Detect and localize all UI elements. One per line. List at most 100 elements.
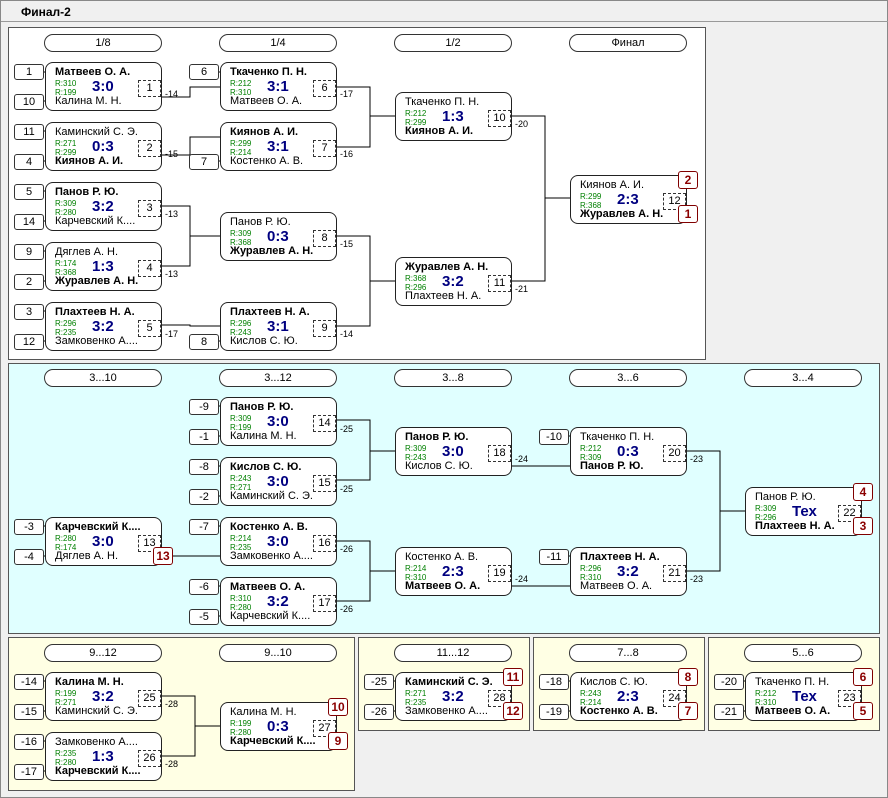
match-number: 5	[138, 320, 161, 337]
rating-top: R:310	[55, 79, 77, 88]
place-top: 11	[503, 668, 523, 686]
round-label-7-8: 7...8	[569, 644, 687, 662]
place-top: 4	[853, 483, 873, 501]
player-bottom: Замковенко А....	[55, 335, 138, 347]
round-label-1-8: 1/8	[44, 34, 162, 52]
loser-ref: -25	[340, 424, 354, 434]
rating-bottom: R:199	[55, 88, 77, 97]
player-top: Панов Р. Ю.	[755, 491, 816, 503]
rating-top: R:214	[230, 534, 252, 543]
round-label-1-4: 1/4	[219, 34, 337, 52]
rating-top: R:199	[230, 719, 252, 728]
rating-top: R:212	[755, 689, 777, 698]
place-top: 10	[328, 698, 348, 716]
player-bottom: Матвеев О. А.	[580, 580, 653, 592]
player-bottom: Кислов С. Ю.	[230, 335, 298, 347]
player-bottom: Карчевский К....	[55, 765, 141, 777]
match-number: 6	[313, 80, 336, 97]
loser-ref: -15	[165, 149, 179, 159]
player-top: Ткаченко П. Н.	[405, 96, 480, 108]
rating-top: R:212	[230, 79, 252, 88]
rating-bottom: R:271	[55, 698, 77, 707]
rating-top: R:243	[230, 474, 252, 483]
player-top: Кислов С. Ю.	[230, 461, 302, 473]
seed-bottom: 10	[14, 94, 44, 110]
seed-bottom: -19	[539, 704, 569, 720]
rating-top: R:309	[230, 414, 252, 423]
loser-ref: -21	[515, 284, 529, 294]
player-bottom: Плахтеев Н. А.	[405, 290, 482, 302]
seed-top: -14	[14, 674, 44, 690]
loser-ref: -16	[340, 149, 354, 159]
rating-bottom: R:235	[230, 543, 252, 552]
rating-bottom: R:310	[405, 573, 427, 582]
round-label-3-6: 3...6	[569, 369, 687, 387]
seed-bottom: 14	[14, 214, 44, 230]
seed-top: -3	[14, 519, 44, 535]
player-top: Панов Р. Ю.	[230, 216, 291, 228]
match-score: 3:1	[267, 78, 289, 95]
rating-top: R:271	[55, 139, 77, 148]
rating-bottom: R:199	[230, 423, 252, 432]
seed-top: -18	[539, 674, 569, 690]
rating-bottom: R:310	[755, 698, 777, 707]
rating-bottom: R:310	[580, 573, 602, 582]
match-score: 3:0	[267, 533, 289, 550]
loser-ref: -23	[690, 454, 704, 464]
rating-bottom: R:310	[230, 88, 252, 97]
match-score: 3:2	[92, 688, 114, 705]
match-number: 2	[138, 140, 161, 157]
player-bottom: Матвеев О. А.	[405, 580, 481, 592]
seed-top: -20	[714, 674, 744, 690]
window-title: Финал-2	[21, 5, 71, 19]
seed-bottom: 4	[14, 154, 44, 170]
match-score: 3:2	[92, 318, 114, 335]
match-score: Тех	[792, 688, 817, 705]
round-label-9-12: 9...12	[44, 644, 162, 662]
title-divider	[1, 21, 888, 22]
rating-top: R:212	[580, 444, 602, 453]
rating-top: R:296	[55, 319, 77, 328]
rating-top: R:174	[55, 259, 77, 268]
rating-bottom: R:271	[230, 483, 252, 492]
loser-ref: -24	[515, 454, 529, 464]
rating-bottom: R:368	[580, 201, 602, 210]
loser-ref: -26	[340, 544, 354, 554]
player-top: Плахтеев Н. А.	[55, 306, 135, 318]
rating-bottom: R:174	[55, 543, 77, 552]
match-score: 0:3	[267, 228, 289, 245]
match-number: 18	[488, 445, 511, 462]
player-bottom: Каминский С. Э.	[230, 490, 313, 502]
player-bottom: Журавлев А. Н.	[580, 208, 664, 220]
player-top: Дяглев А. Н.	[55, 246, 119, 258]
rating-top: R:299	[580, 192, 602, 201]
